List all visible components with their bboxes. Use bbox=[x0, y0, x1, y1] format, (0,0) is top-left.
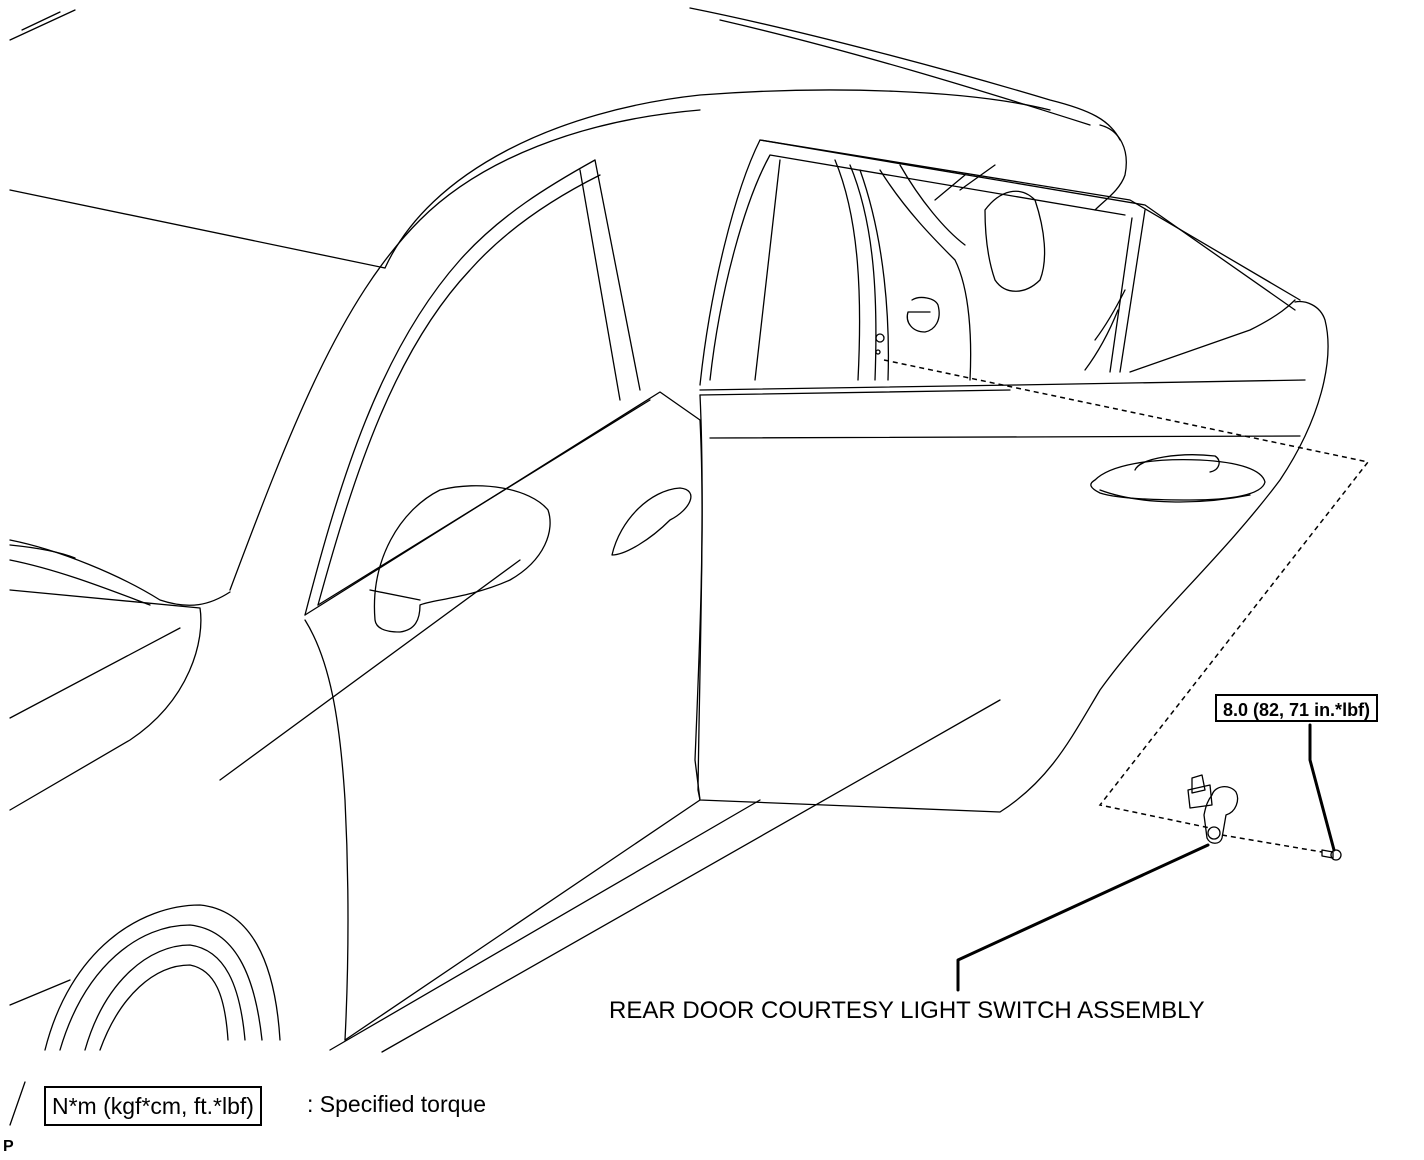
legend-description: : Specified torque bbox=[307, 1091, 487, 1117]
rear-door-window bbox=[699, 139, 1306, 396]
part-leader bbox=[956, 843, 1210, 992]
front-door-body bbox=[219, 419, 703, 1041]
callout-dashed-lines bbox=[883, 359, 1370, 853]
torque-leader bbox=[1308, 723, 1336, 852]
hood-lines bbox=[9, 9, 386, 269]
front-fender bbox=[9, 539, 231, 1006]
bolt-part bbox=[1321, 849, 1342, 861]
legend-unit-box: N*m (kgf*cm, ft.*lbf) bbox=[44, 1086, 262, 1126]
interior-pillars bbox=[834, 159, 1126, 381]
rear-door-body bbox=[697, 300, 1329, 813]
courtesy-switch-part bbox=[1187, 774, 1239, 844]
part-name-label: REAR DOOR COURTESY LIGHT SWITCH ASSEMBLY bbox=[609, 997, 1205, 1024]
side-mirror bbox=[369, 485, 551, 633]
front-door-window bbox=[304, 159, 701, 616]
figure-code: P bbox=[3, 1138, 14, 1155]
torque-spec-label: 8.0 (82, 71 in.*lbf) bbox=[1215, 694, 1379, 722]
leader-lines bbox=[956, 723, 1336, 992]
rocker-panel bbox=[329, 699, 1001, 1053]
front-wheel bbox=[44, 904, 281, 1051]
figure-code-tick bbox=[9, 1081, 26, 1126]
roof-outline bbox=[229, 7, 1127, 591]
